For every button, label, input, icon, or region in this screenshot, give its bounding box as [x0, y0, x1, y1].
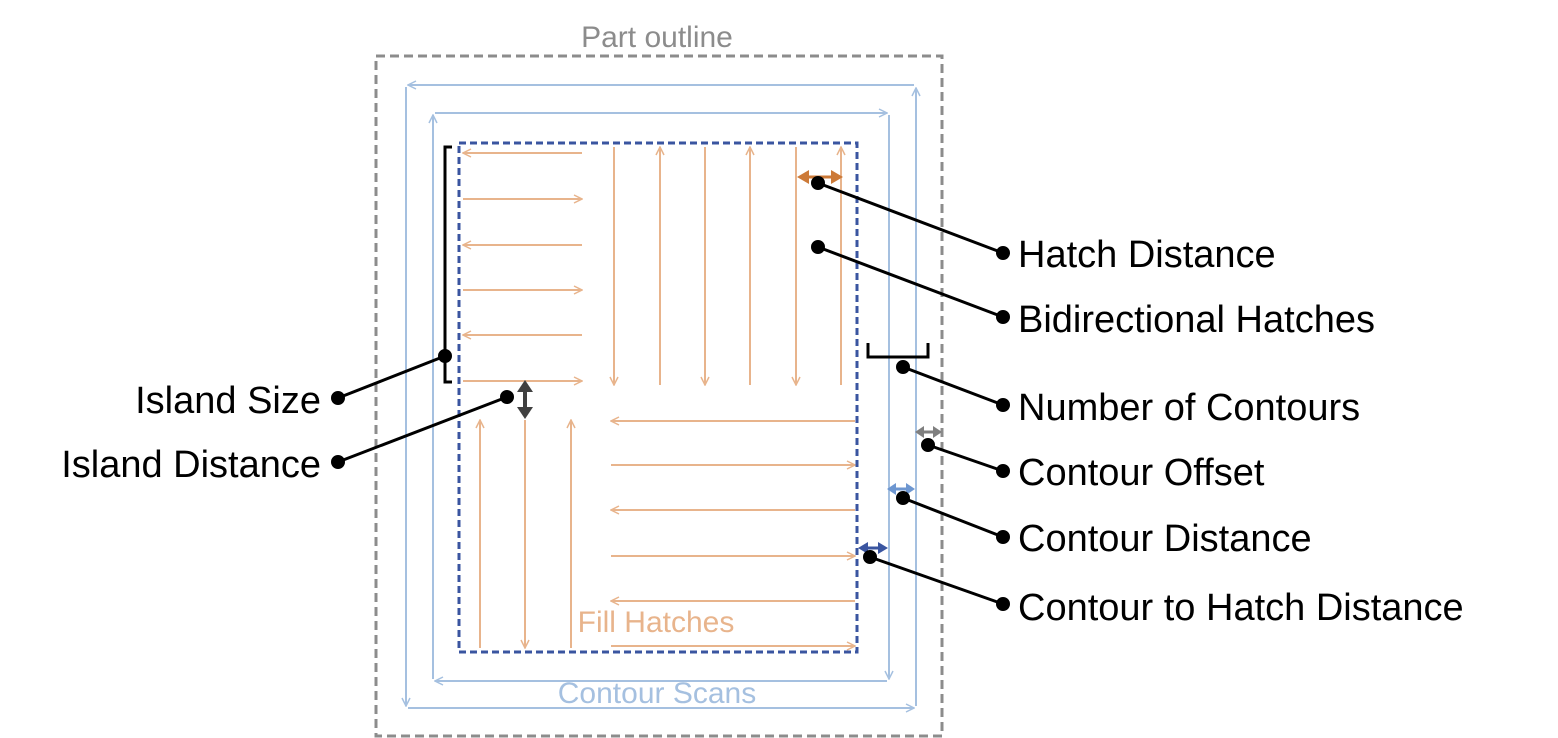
contour-distance-label: Contour Distance — [1018, 518, 1312, 560]
island-size-label: Island Size — [135, 380, 321, 422]
part-outline-label: Part outline — [581, 21, 733, 54]
island-distance-leader — [331, 390, 514, 469]
hatch-boundary — [457, 141, 859, 654]
contour-to-hatch-marker — [858, 542, 888, 554]
bidirectional-hatches-label: Bidirectional Hatches — [1018, 299, 1375, 341]
fill-hatches — [463, 147, 855, 648]
island-size-leader — [331, 349, 452, 405]
island-distance-marker — [517, 380, 533, 419]
number-of-contours-leader — [896, 360, 1010, 412]
contour-to-hatch-leader — [863, 550, 1010, 611]
fill-hatches-label: Fill Hatches — [578, 606, 735, 639]
contour-scans-label: Contour Scans — [558, 677, 756, 710]
leader-lines — [331, 176, 1010, 611]
island-distance-label: Island Distance — [61, 444, 321, 486]
part-outline-box — [374, 54, 944, 738]
contour-offset-label: Contour Offset — [1018, 452, 1265, 494]
hatch-distance-leader — [811, 176, 1010, 260]
bidirectional-hatches-leader — [811, 240, 1010, 324]
island-size-bracket — [443, 145, 452, 384]
number-of-contours-label: Number of Contours — [1018, 387, 1360, 429]
contour-scans — [406, 85, 916, 708]
contour-distance-marker — [887, 483, 915, 495]
hatch-distance-label: Hatch Distance — [1018, 234, 1276, 276]
contour-distance-leader — [896, 491, 1010, 544]
contour-offset-leader — [921, 438, 1010, 478]
contour-to-hatch-distance-label: Contour to Hatch Distance — [1018, 587, 1464, 629]
contour-offset-marker — [915, 426, 942, 438]
number-of-contours-bracket — [866, 343, 930, 359]
